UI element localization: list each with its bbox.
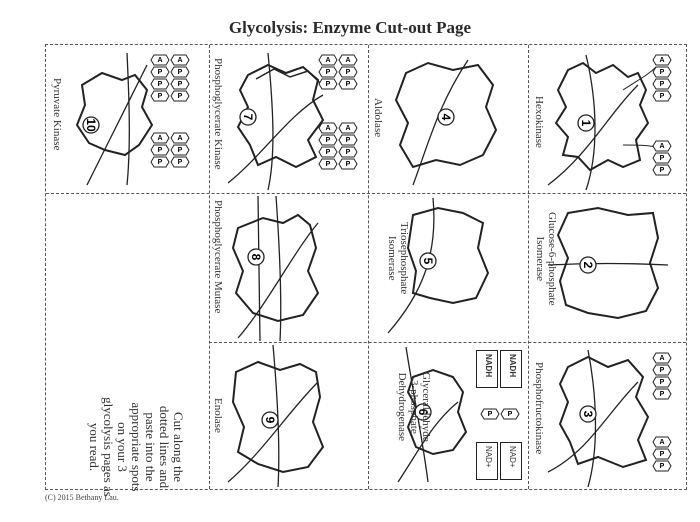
enzyme-4-name: Aldolase <box>372 98 384 138</box>
copyright: (C) 2015 Bethany Lau. <box>45 493 119 502</box>
enzyme-5-name: Triosephosphate Isomerase <box>386 222 410 295</box>
enzyme-4-drawing: 4 <box>394 59 498 186</box>
svg-text:A: A <box>325 125 330 132</box>
svg-text:P: P <box>660 155 665 162</box>
enzyme-8-drawing: 8 <box>231 195 320 342</box>
svg-text:A: A <box>177 135 182 142</box>
enzyme-5-number: 5 <box>421 258 435 265</box>
enzyme-1-number: 1 <box>579 120 593 127</box>
svg-text:A: A <box>659 355 664 362</box>
adp-molecules-10: A P P A P P <box>150 132 190 168</box>
svg-text:P: P <box>346 81 351 88</box>
svg-text:P: P <box>346 161 351 168</box>
adp-molecule: A P P <box>652 140 672 176</box>
enzyme-10-number: 10 <box>84 118 98 132</box>
nad-box: NAD+ <box>476 442 498 480</box>
svg-text:A: A <box>157 135 162 142</box>
enzyme-9-number: 9 <box>263 417 277 424</box>
atp-molecules-7: A P P P A P P P <box>318 122 358 170</box>
enzyme-7-drawing: 7 <box>227 52 325 191</box>
enzyme-2-drawing: 2 <box>547 206 669 320</box>
adp-molecules-7: A P P A P P <box>318 54 358 90</box>
svg-text:P: P <box>660 391 665 398</box>
cut-line <box>46 193 686 194</box>
svg-text:P: P <box>178 81 183 88</box>
svg-text:P: P <box>326 161 331 168</box>
svg-text:P: P <box>178 93 183 100</box>
nadh-box: NADH <box>476 350 498 388</box>
page-title: Glycolysis: Enzyme Cut-out Page <box>228 18 472 37</box>
svg-text:P: P <box>508 411 513 418</box>
enzyme-9-name: Enolase <box>212 398 224 433</box>
svg-text:P: P <box>660 69 665 76</box>
enzyme-10-name: Pyruvate Kinase <box>51 78 63 151</box>
svg-text:A: A <box>157 57 162 64</box>
svg-text:P: P <box>660 93 665 100</box>
enzyme-4-number: 4 <box>439 114 453 121</box>
svg-text:P: P <box>178 69 183 76</box>
svg-text:P: P <box>660 167 665 174</box>
svg-text:P: P <box>158 147 163 154</box>
enzyme-3-number: 3 <box>581 411 595 418</box>
cut-line <box>528 45 529 489</box>
enzyme-3-drawing: 3 <box>547 349 650 488</box>
svg-text:A: A <box>345 125 350 132</box>
svg-text:P: P <box>326 137 331 144</box>
enzyme-3-name: Phosphofructokinase <box>533 362 545 455</box>
svg-text:P: P <box>326 149 331 156</box>
svg-text:P: P <box>158 69 163 76</box>
enzyme-2-number: 2 <box>581 262 595 269</box>
svg-text:P: P <box>326 69 331 76</box>
cutout-sheet <box>45 44 687 490</box>
svg-text:A: A <box>345 57 350 64</box>
svg-text:A: A <box>659 439 664 446</box>
enzyme-2-name: Glucose-6-phosphate Isomerase <box>534 212 558 306</box>
svg-text:A: A <box>659 143 664 150</box>
enzyme-6-drawing: 6 <box>397 346 468 483</box>
enzyme-7-number: 7 <box>241 114 255 121</box>
nadh-box-2: NADH <box>500 350 522 388</box>
svg-text:P: P <box>326 81 331 88</box>
enzyme-1-name: Hexokinase <box>533 96 545 148</box>
enzyme-7-name: Phosphoglycerate Kinase <box>212 58 224 170</box>
cut-line <box>368 45 369 489</box>
svg-text:P: P <box>660 367 665 374</box>
svg-text:A: A <box>325 57 330 64</box>
enzyme-1-drawing: 1 <box>547 54 657 191</box>
svg-text:P: P <box>178 159 183 166</box>
adp-molecule-2: A P P <box>652 436 672 472</box>
enzyme-5-drawing: 5 <box>387 197 490 334</box>
svg-text:A: A <box>177 57 182 64</box>
svg-text:P: P <box>346 69 351 76</box>
nad-box-2: NAD+ <box>500 442 522 480</box>
svg-text:P: P <box>660 81 665 88</box>
svg-text:A: A <box>659 57 664 64</box>
cut-line <box>209 45 210 489</box>
enzyme-9-drawing: 9 <box>227 344 325 488</box>
svg-text:P: P <box>660 379 665 386</box>
svg-text:P: P <box>158 81 163 88</box>
atp-molecules-10: A P P P A P P P <box>150 54 190 102</box>
svg-text:P: P <box>346 149 351 156</box>
svg-text:P: P <box>178 147 183 154</box>
svg-text:P: P <box>488 411 493 418</box>
enzyme-6-name: Glyceraldehyde 3-phosphate Dehydrogenase <box>396 372 432 442</box>
atp-molecule-2: A P P P <box>652 352 672 400</box>
enzyme-10-drawing: 10 <box>75 52 154 186</box>
cut-line <box>209 342 686 343</box>
atp-molecule: A P P P <box>652 54 672 102</box>
svg-text:P: P <box>660 463 665 470</box>
svg-text:P: P <box>346 137 351 144</box>
enzyme-8-number: 8 <box>249 254 263 261</box>
phosphate-molecules: P P <box>480 408 520 420</box>
enzyme-6-number: 6 <box>416 409 430 416</box>
svg-text:P: P <box>158 159 163 166</box>
svg-text:P: P <box>660 451 665 458</box>
svg-text:P: P <box>158 93 163 100</box>
enzyme-8-name: Phosphoglycerate Mutase <box>212 200 224 314</box>
